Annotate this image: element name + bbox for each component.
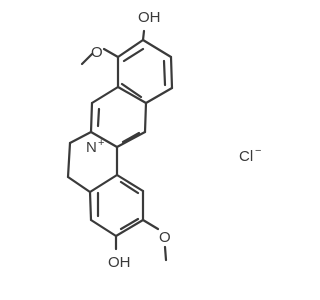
n-plus-charge: +: [98, 137, 104, 149]
chloride-charge: −: [255, 145, 261, 157]
chloride-label: Cl: [239, 148, 253, 165]
o-methoxy-bottom-label: O: [159, 229, 171, 246]
molecule-structure: OH O N + O OH Cl −: [66, 9, 261, 271]
bond-lines: [66, 29, 174, 262]
oh-bottom-label: OH: [108, 254, 131, 271]
oh-top-label: OH: [138, 9, 161, 26]
n-plus-label: N: [86, 139, 97, 156]
atom-labels: OH O N + O OH Cl −: [86, 9, 261, 271]
o-methoxy-top-label: O: [91, 44, 103, 61]
